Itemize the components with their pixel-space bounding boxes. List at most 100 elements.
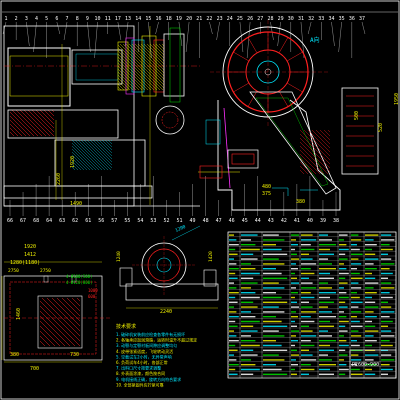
- tension-inner: [231, 153, 255, 165]
- hatch-line: [46, 297, 81, 332]
- hatch-line: [47, 109, 55, 117]
- hatch-line: [89, 139, 113, 163]
- pulley-dim-1420: 1420: [208, 251, 214, 262]
- spoke: [233, 82, 250, 93]
- callout-leader: [2, 21, 7, 35]
- callout-number: 9: [86, 16, 89, 22]
- hatch-line: [299, 149, 325, 175]
- callout-number: 63: [59, 218, 65, 224]
- hatch-line: [299, 153, 321, 175]
- callout-number: 26: [247, 16, 253, 22]
- callout-number: 35: [339, 16, 345, 22]
- tech-note: 1. 破碎机安装前应检查各零件有无损坏: [116, 331, 185, 337]
- callout-leader: [300, 21, 305, 59]
- hatch-line: [51, 297, 81, 327]
- hatch-line: [303, 129, 331, 157]
- callout-leader: [155, 21, 159, 35]
- callout-number: 17: [115, 16, 121, 22]
- hatch-line: [43, 109, 55, 121]
- tech-note: 7. 出料口尺寸按要求调整: [116, 365, 161, 371]
- hatch-line: [39, 109, 55, 125]
- callout-number: 8: [76, 16, 79, 22]
- pulley-leader: [171, 225, 201, 241]
- callout-number: 16: [156, 16, 162, 22]
- callout-number: 33: [318, 16, 324, 22]
- foundation-pit: [37, 295, 83, 349]
- hatch-line: [117, 74, 134, 91]
- dim-520: 520: [378, 123, 384, 132]
- side-dim-380: 380: [10, 352, 19, 358]
- flywheel-rim: [169, 27, 181, 103]
- callout-number: 22: [206, 16, 212, 22]
- spoke: [286, 51, 303, 62]
- hatch-line: [71, 157, 85, 171]
- motor-body: [7, 47, 71, 107]
- side-dim-730: 730: [70, 352, 79, 358]
- hatch-line: [95, 139, 113, 157]
- hatch-line: [117, 62, 146, 91]
- dim-500: 500: [354, 111, 360, 120]
- hatch-line: [117, 44, 164, 91]
- callout-number: 13: [125, 16, 131, 22]
- hatch-line: [56, 297, 81, 322]
- bearing-housing-inner: [75, 53, 119, 81]
- callout-number: 67: [20, 218, 26, 224]
- callout-leader: [94, 21, 98, 59]
- hatch-line: [327, 129, 331, 133]
- hatch-line: [39, 310, 76, 347]
- pulley-detail-view: [119, 225, 219, 309]
- hatch-line: [122, 43, 165, 86]
- swing-jaw-inner: [255, 97, 329, 187]
- callout-number: 36: [349, 16, 355, 22]
- callout-number: 51: [177, 218, 183, 224]
- fixed-jaw: [223, 107, 231, 189]
- callout-number: 47: [216, 218, 222, 224]
- hatch-line: [117, 65, 143, 91]
- dim-375: 375: [262, 191, 271, 197]
- callout-number: 46: [229, 218, 235, 224]
- table-grid: [227, 231, 397, 378]
- hatch-line: [39, 335, 51, 347]
- side-dim-1460: 1460: [16, 308, 22, 320]
- callout-number: 19: [176, 16, 182, 22]
- callout-number: 18: [166, 16, 172, 22]
- hatch-line: [107, 139, 113, 145]
- hatch-line: [9, 127, 19, 137]
- hatch-line: [39, 305, 81, 347]
- crusher-frame: [217, 99, 341, 211]
- title-block-text: PE600×900: [352, 362, 379, 368]
- callout-number: 1: [4, 16, 7, 22]
- hatch-line: [319, 129, 331, 141]
- hatch-line: [128, 43, 165, 80]
- hatch-line: [143, 43, 165, 65]
- frame-outline: [3, 25, 135, 207]
- hatch-line: [323, 129, 331, 137]
- pulley-small: [155, 105, 185, 135]
- lower-frame: [7, 109, 119, 139]
- pulley-small-inner: [161, 111, 179, 129]
- dim-1920: 1920: [70, 156, 76, 168]
- callout-number: 32: [308, 16, 314, 22]
- crusher-side-view: [198, 20, 379, 211]
- callout-number: 29: [278, 16, 284, 22]
- callout-number: 68: [33, 218, 39, 224]
- callout-number: 24: [227, 16, 233, 22]
- hatch-line: [158, 43, 165, 50]
- callout-leader: [56, 21, 61, 35]
- shaft-seg: [131, 39, 145, 93]
- dim-480: 480: [262, 184, 271, 190]
- callout-leader: [270, 21, 274, 41]
- callout-number: 3: [25, 16, 28, 22]
- dim-380: 380: [296, 199, 305, 205]
- guard-lines: [346, 95, 374, 167]
- callout-leader: [216, 21, 220, 41]
- dim-1950: 1950: [394, 93, 400, 105]
- spoke: [247, 37, 258, 54]
- spoke: [247, 90, 258, 107]
- callout-number: 40: [307, 218, 313, 224]
- hatch-line: [83, 139, 113, 169]
- hatch-line: [39, 340, 46, 347]
- callout-leader: [307, 21, 312, 35]
